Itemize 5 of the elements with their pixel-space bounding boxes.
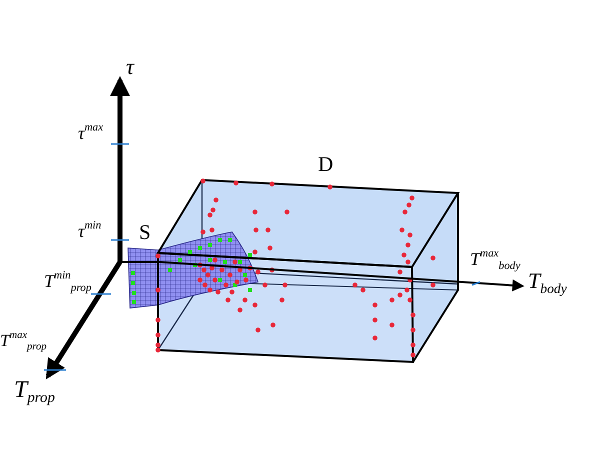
region-label: S bbox=[139, 222, 151, 243]
tick-label: τ$^{max}$ bbox=[78, 124, 104, 142]
axis-label: τ bbox=[126, 56, 134, 78]
region-label: D bbox=[318, 154, 334, 175]
tick-label: τ$^{min}$ bbox=[78, 222, 102, 240]
